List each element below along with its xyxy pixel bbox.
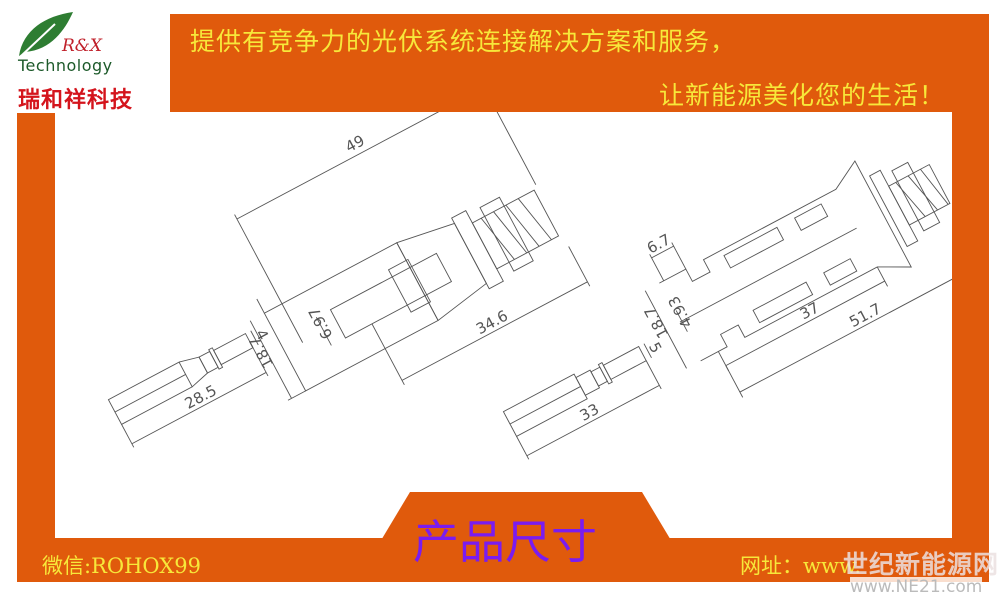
watermark-name: 世纪新能源网 (843, 550, 1000, 579)
dim-right-height: 18.7 (641, 303, 673, 341)
dim-left-overall: 49 (342, 131, 367, 156)
left-connector: 49 34.6 18.7 6.97 (234, 112, 591, 401)
title-tab (380, 492, 672, 542)
dim-right-overall: 51.7 (846, 299, 884, 331)
company-logo: R&X Technology 瑞和祥科技 (0, 0, 170, 113)
dim-left-inner: 6.97 (305, 304, 337, 342)
dimension-drawing: 28.5 4 49 34.6 18.7 6.97 33 5 (107, 112, 952, 460)
dim-right-pin-diameter: 5 (645, 339, 665, 356)
logo-word: Technology (18, 56, 113, 75)
website: 网址：www. (740, 554, 862, 578)
dim-right-inner: 4.93 (665, 293, 697, 331)
leaf-icon (19, 12, 73, 57)
logo-letters: R&X (62, 36, 103, 56)
company-name: 瑞和祥科技 (18, 88, 134, 113)
right-pin: 33 5 (502, 339, 665, 460)
dim-left-height: 18.7 (246, 333, 278, 371)
dim-right-pin-length: 33 (577, 400, 602, 425)
left-pin: 28.5 4 (107, 326, 272, 448)
section-title: 产品尺寸 (413, 515, 597, 569)
dim-right-tip: 6.7 (644, 230, 674, 257)
slogan-line-2: 让新能源美化您的生活！ (658, 81, 945, 110)
dim-left-pin-length: 28.5 (182, 381, 220, 413)
dim-right-body: 37 (797, 298, 822, 323)
right-connector: 6.7 37 51.7 18.7 4.93 (641, 160, 952, 398)
slogan-line-1: 提供有竞争力的光伏系统连接解决方案和服务， (190, 27, 737, 56)
dim-left-body: 34.6 (473, 307, 511, 339)
watermark-url: www.NE21.com (850, 577, 983, 597)
wechat-id: 微信:ROHOX99 (42, 554, 201, 578)
